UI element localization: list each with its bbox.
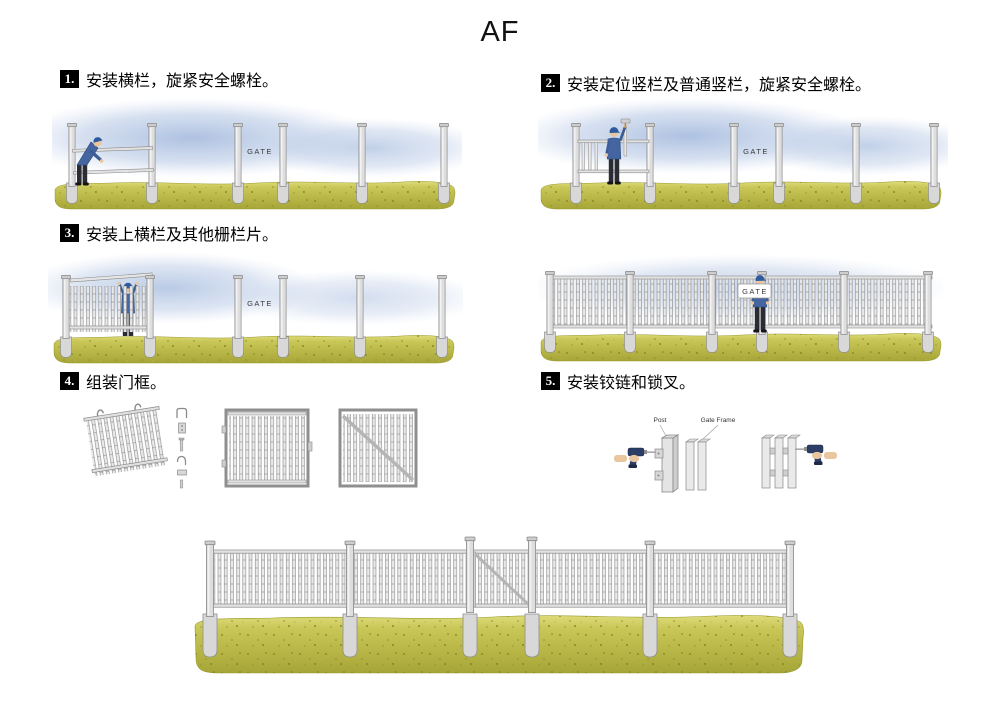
sky	[538, 98, 948, 176]
step4-number: 4.	[60, 372, 79, 390]
lock-fork-plate	[782, 469, 789, 477]
fence-panel	[66, 272, 153, 332]
gate-frame-tubes	[685, 438, 711, 491]
step2-header: 2. 安装定位竖栏及普通竖栏，旋紧安全螺栓。	[541, 71, 871, 95]
leader-line	[659, 424, 667, 437]
grass	[540, 332, 942, 362]
gate-label: GATE	[743, 147, 769, 156]
step5-header: 5. 安装铰链和锁叉。	[541, 369, 695, 393]
grass	[540, 180, 942, 210]
diagonal-brace	[341, 414, 415, 482]
step5-label: 安装铰链和锁叉。	[567, 375, 696, 392]
step5-illustration: Post Gate Frame	[610, 398, 850, 508]
diagonal-brace	[473, 552, 531, 607]
drill-hand-icon	[794, 444, 838, 466]
lock-fork-plate	[782, 447, 789, 455]
page-title: AF	[480, 16, 520, 48]
gate-frame-braced	[338, 408, 418, 488]
post-with-hinges	[654, 434, 711, 493]
step4-header: 4. 组装门框。	[60, 369, 166, 393]
grass	[54, 180, 456, 210]
step3-illustration-right: GATE	[538, 252, 943, 370]
step2-illustration: GATE	[538, 96, 948, 216]
fence-panel	[547, 275, 933, 329]
step1-header: 1. 安装横栏，旋紧安全螺栓。	[60, 67, 278, 91]
gate-frame-with-lock-fork	[761, 434, 801, 489]
step1-illustration: GATE	[52, 96, 462, 216]
step3-header: 3. 安装上横栏及其他栅栏片。	[60, 221, 278, 245]
step3-illustration-left: GATE	[48, 246, 463, 368]
grass	[53, 334, 455, 364]
lock-fork-plate	[769, 447, 776, 455]
hinge-tab	[221, 459, 227, 468]
step2-number: 2.	[541, 74, 560, 92]
final-fence-illustration	[192, 528, 807, 678]
gate-panel-tilted	[83, 403, 168, 477]
post-label: Post	[653, 417, 666, 424]
latch-tab	[307, 441, 313, 452]
step4-illustration	[78, 396, 428, 508]
sky	[52, 98, 462, 178]
step5-number: 5.	[541, 372, 560, 390]
grass	[194, 614, 805, 674]
gate-label: GATE	[742, 287, 768, 296]
step2-label: 安装定位竖栏及普通竖栏，旋紧安全螺栓。	[567, 77, 872, 94]
step3-number: 3.	[60, 224, 79, 242]
leader-line	[701, 424, 719, 441]
gate-label: GATE	[247, 299, 273, 308]
hinge-tab	[221, 425, 227, 434]
step4-label: 组装门框。	[86, 375, 167, 392]
step1-label: 安装横栏，旋紧安全螺栓。	[86, 73, 279, 90]
gate-frame-front	[221, 408, 313, 488]
step3-label: 安装上横栏及其他栅栏片。	[86, 227, 279, 244]
step1-number: 1.	[60, 70, 79, 88]
hardware-parts	[176, 407, 188, 489]
drill-hand-icon	[613, 447, 657, 469]
gate-frame-label: Gate Frame	[701, 417, 736, 424]
lock-fork-plate	[769, 469, 776, 477]
gate-sign: GATE	[737, 283, 772, 299]
gate-label: GATE	[247, 147, 273, 156]
